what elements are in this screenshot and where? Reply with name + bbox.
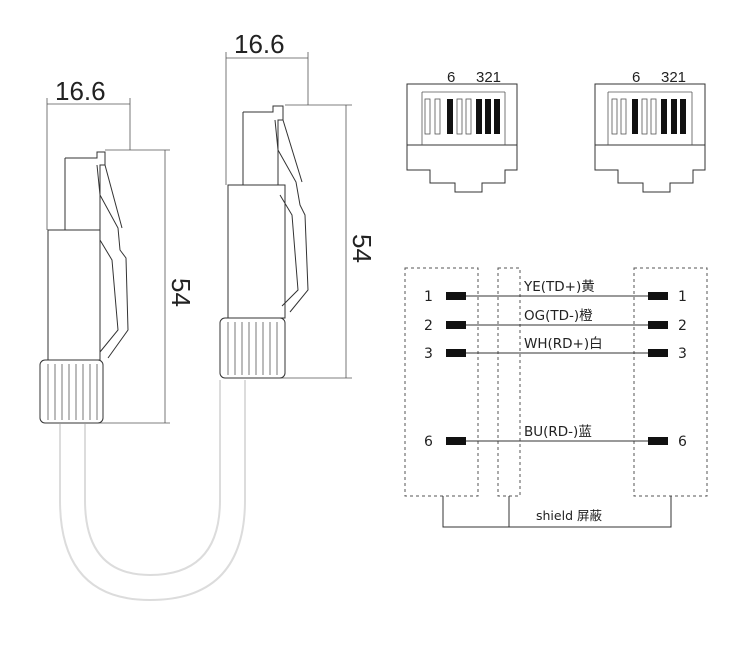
top-view-left: 6 321 <box>406 69 518 193</box>
top-view-left-pins321-label: 321 <box>476 69 501 86</box>
left-pin-6: 6 <box>424 434 433 450</box>
left-pin-2-contact <box>446 321 466 329</box>
cable <box>59 380 246 602</box>
right-height-dimension: 54 <box>347 234 377 263</box>
right-pin-2: 2 <box>678 318 687 334</box>
right-pin-1-contact <box>648 292 668 300</box>
wire-3-label: WH(RD+)白 <box>524 336 603 352</box>
top-view-right: 6 321 <box>594 69 706 193</box>
left-pin-6-contact <box>446 437 466 445</box>
right-pin-3-contact <box>648 349 668 357</box>
top-view-right-pins321-label: 321 <box>661 69 686 86</box>
cable-box <box>497 267 521 497</box>
wiring-diagram: 1 YE(TD+)黄 1 2 OG(TD-)橙 2 3 WH(RD+)白 3 6… <box>404 267 708 528</box>
right-nut-ribs <box>227 322 278 375</box>
left-pin-1-contact <box>446 292 466 300</box>
right-pin-1: 1 <box>678 289 687 305</box>
right-pin-6-contact <box>648 437 668 445</box>
wire-6-label: BU(RD-)蓝 <box>524 424 592 440</box>
top-view-right-pin6-label: 6 <box>632 69 640 86</box>
top-view-right-contacts <box>611 98 686 135</box>
right-connector: 16.6 54 <box>219 29 377 379</box>
right-pin-6: 6 <box>678 434 687 450</box>
left-height-dimension: 54 <box>166 278 196 307</box>
right-pin-3: 3 <box>678 346 687 362</box>
left-pin-3-contact <box>446 349 466 357</box>
wire-1-label: YE(TD+)黄 <box>523 279 595 295</box>
left-connector: 16.6 54 <box>39 76 196 424</box>
left-pin-3: 3 <box>424 346 433 362</box>
shield-label: shield 屏蔽 <box>536 508 602 523</box>
left-pin-2: 2 <box>424 318 433 334</box>
left-nut-ribs <box>47 364 98 420</box>
top-view-left-contacts <box>424 98 500 135</box>
left-connector-box <box>404 267 479 497</box>
top-view-left-pin6-label: 6 <box>447 69 455 86</box>
wire-2-label: OG(TD-)橙 <box>524 308 593 324</box>
right-connector-box <box>633 267 708 497</box>
left-width-dimension: 16.6 <box>55 76 106 106</box>
left-pin-1: 1 <box>424 289 433 305</box>
right-width-dimension: 16.6 <box>234 29 285 59</box>
right-pin-2-contact <box>648 321 668 329</box>
